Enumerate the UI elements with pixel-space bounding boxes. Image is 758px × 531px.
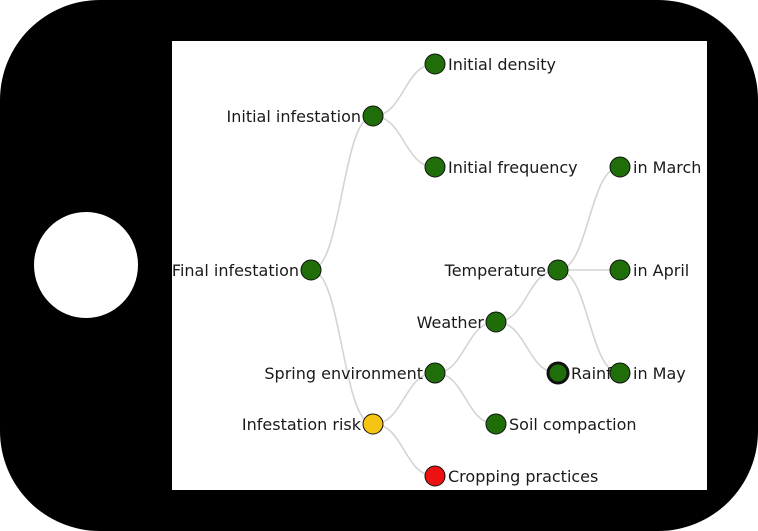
node-marker-yellow[interactable]: [362, 413, 384, 435]
tree-node-final[interactable]: Final infestation: [172, 259, 322, 281]
node-label: in March: [633, 158, 701, 177]
node-label: Soil compaction: [509, 415, 637, 434]
node-label: Infestation risk: [242, 415, 362, 434]
tree-node-cropping[interactable]: Cropping practices: [424, 465, 598, 487]
node-marker-green[interactable]: [609, 362, 631, 384]
tree-node-soil[interactable]: Soil compaction: [485, 413, 637, 435]
tree-node-may[interactable]: in May: [609, 362, 686, 384]
tree-node-spring[interactable]: Spring environment: [264, 362, 446, 384]
node-label: Initial density: [448, 55, 556, 74]
node-label: Spring environment: [264, 364, 423, 383]
node-marker-green[interactable]: [547, 259, 569, 281]
node-marker-red[interactable]: [424, 465, 446, 487]
tree-node-temperature[interactable]: Temperature: [444, 259, 569, 281]
node-label: Cropping practices: [448, 467, 598, 486]
node-marker-green[interactable]: [609, 156, 631, 178]
tree-node-weather[interactable]: Weather: [417, 311, 507, 333]
node-label: in April: [633, 261, 689, 280]
node-marker-green[interactable]: [424, 156, 446, 178]
tree-node-march[interactable]: in March: [609, 156, 701, 178]
node-marker-green[interactable]: [424, 53, 446, 75]
tree-node-frequency[interactable]: Initial frequency: [424, 156, 578, 178]
node-marker-green[interactable]: [300, 259, 322, 281]
node-marker-green[interactable]: [485, 311, 507, 333]
node-marker-green[interactable]: [362, 105, 384, 127]
edge-final-risk: [310, 269, 374, 425]
node-marker-green[interactable]: [485, 413, 507, 435]
node-label: Temperature: [444, 261, 546, 280]
node-marker-green[interactable]: [424, 362, 446, 384]
node-marker-green[interactable]: [609, 259, 631, 281]
edge-final-initial: [310, 115, 374, 271]
tree-node-april[interactable]: in April: [609, 259, 689, 281]
tree-node-risk[interactable]: Infestation risk: [242, 413, 384, 435]
node-label: Initial infestation: [227, 107, 361, 126]
home-button-icon[interactable]: [34, 212, 138, 318]
node-label: Weather: [417, 313, 485, 332]
tree-node-initial[interactable]: Initial infestation: [227, 105, 384, 127]
node-label: Initial frequency: [448, 158, 578, 177]
node-label: in May: [633, 364, 686, 383]
tree-node-density[interactable]: Initial density: [424, 53, 556, 75]
node-marker-green[interactable]: [546, 361, 570, 385]
node-label: Final infestation: [172, 261, 299, 280]
